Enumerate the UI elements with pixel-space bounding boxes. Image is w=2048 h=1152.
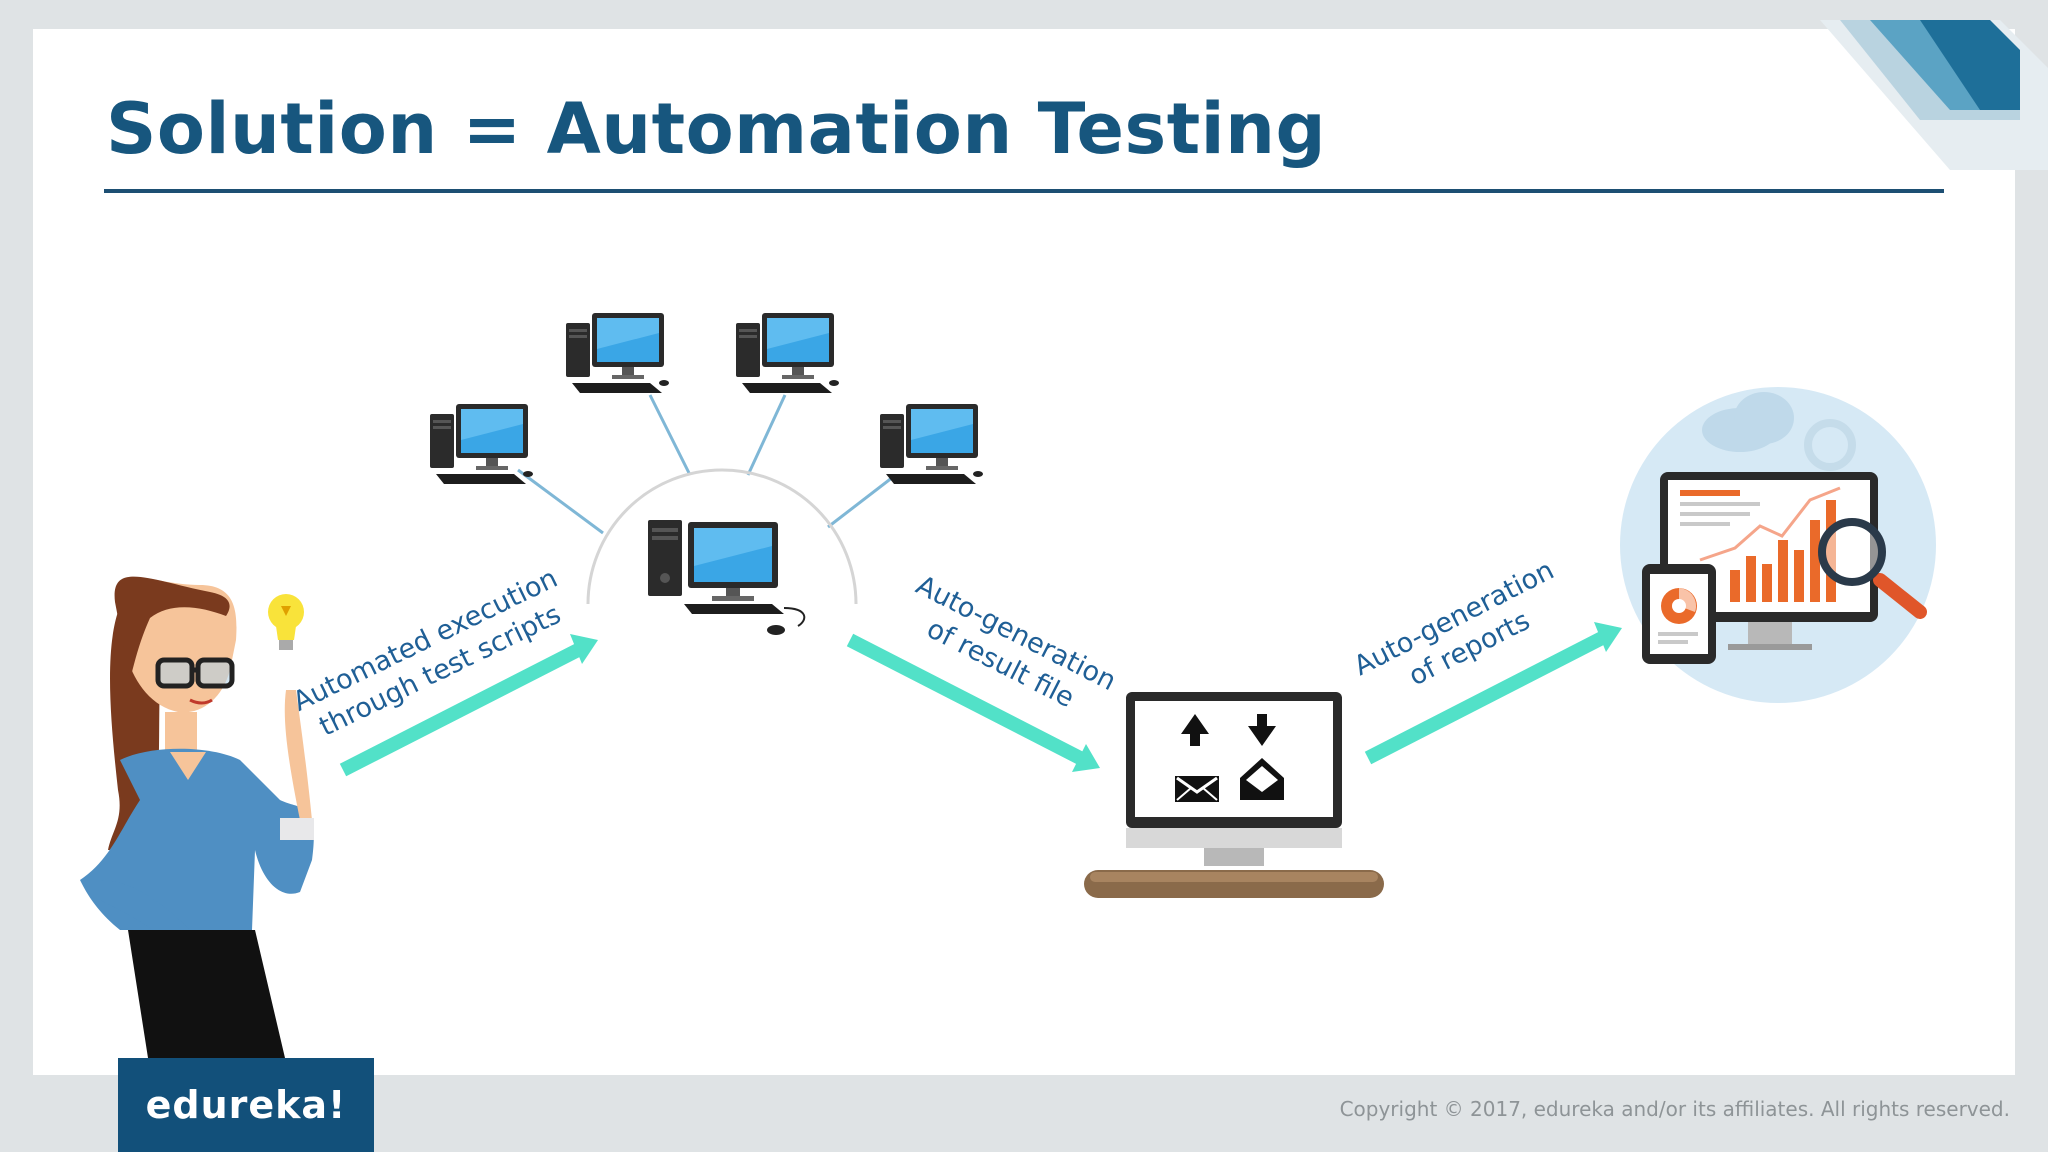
desktop-computer-icon xyxy=(648,520,806,635)
edureka-logo: edureka! xyxy=(118,1058,374,1152)
network-lines xyxy=(517,394,894,535)
copyright-notice: Copyright © 2017, edureka and/or its aff… xyxy=(1339,1097,2010,1121)
cloud-icon xyxy=(1702,392,1794,452)
mail-upload-icon xyxy=(1173,714,1221,804)
desktop-computer-icon xyxy=(736,313,839,393)
woman-presenter-icon xyxy=(80,576,314,1058)
arrow-to-servers xyxy=(339,634,598,777)
corner-decoration xyxy=(1820,20,2048,170)
magnifier-icon xyxy=(1818,518,1927,619)
glasses-icon xyxy=(155,657,235,689)
desktop-computer-icon xyxy=(566,313,669,393)
slide-title: Solution = Automation Testing xyxy=(106,88,1327,170)
arrow-to-reports xyxy=(1364,622,1622,765)
lightbulb-icon xyxy=(268,594,304,650)
desktop-computer-icon xyxy=(880,404,983,484)
logo-text: edureka! xyxy=(145,1083,347,1127)
network-arc xyxy=(586,468,858,605)
arrow-to-result-file xyxy=(846,633,1100,772)
mail-download-icon xyxy=(1240,714,1284,800)
laptop-mail-screen xyxy=(1084,692,1384,898)
analytics-dashboard-icon xyxy=(1620,387,1936,703)
desktop-computer-icon xyxy=(430,404,533,484)
title-underline xyxy=(104,189,1944,193)
